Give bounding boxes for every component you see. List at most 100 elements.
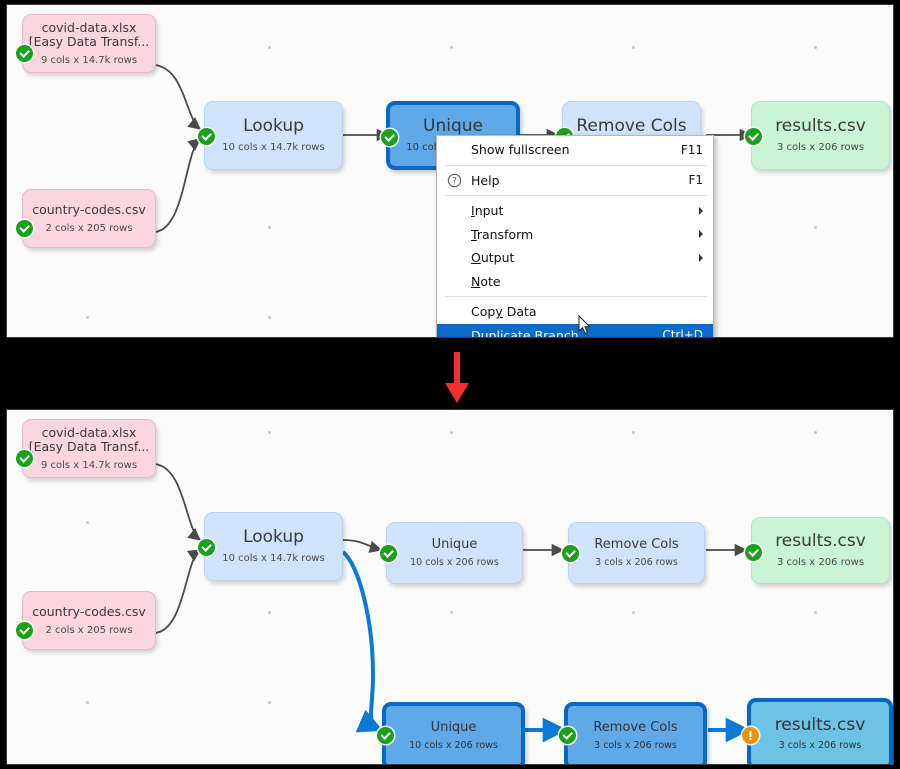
menu-label: Show fullscreen bbox=[471, 142, 570, 158]
node-title: results.csv bbox=[775, 115, 866, 136]
grid-dot bbox=[814, 46, 817, 49]
node-unique[interactable]: Unique 10 cols x 206 rows bbox=[380, 522, 523, 584]
status-ok-icon bbox=[198, 539, 215, 556]
node-subtitle: 3 cols x 206 rows bbox=[595, 557, 678, 569]
node-subtitle: 10 cols x 206 rows bbox=[409, 740, 498, 752]
node-title: covid-data.xlsx bbox=[41, 20, 137, 36]
node-covid-data[interactable]: covid-data.xlsx [Easy Data Transf... 9 c… bbox=[16, 14, 156, 73]
menu-accelerator: F1 bbox=[688, 173, 703, 188]
mouse-cursor bbox=[578, 315, 591, 335]
status-ok-icon bbox=[559, 727, 576, 744]
node-lookup[interactable]: Lookup 10 cols x 14.7k rows bbox=[198, 512, 343, 581]
flow-canvas-after[interactable]: covid-data.xlsx [Easy Data Transf... 9 c… bbox=[6, 409, 894, 765]
node-title: Unique bbox=[431, 536, 478, 552]
menu-label: Help bbox=[471, 172, 500, 188]
status-ok-icon bbox=[16, 450, 33, 467]
node-remove-cols-duplicated[interactable]: Remove Cols 3 cols x 206 rows bbox=[559, 702, 707, 764]
menu-label: Input bbox=[471, 203, 504, 219]
grid-dot bbox=[450, 431, 453, 434]
menu-separator bbox=[445, 296, 707, 297]
node-subtitle: 2 cols x 205 rows bbox=[45, 223, 133, 235]
menu-item-help[interactable]: ? Help F1 bbox=[437, 169, 713, 193]
grid-dot bbox=[814, 611, 817, 614]
node-subtitle: 9 cols x 14.7k rows bbox=[40, 54, 138, 66]
menu-item-duplicate-branch[interactable]: Duplicate Branch Ctrl+D bbox=[437, 323, 713, 338]
menu-separator bbox=[445, 164, 707, 166]
menu-item-transform[interactable]: Transform bbox=[437, 223, 713, 247]
menu-label: Copy Data bbox=[471, 304, 537, 320]
node-subtitle: 3 cols x 206 rows bbox=[776, 142, 865, 154]
grid-dot bbox=[632, 431, 635, 434]
grid-dot bbox=[268, 226, 271, 229]
menu-label: Transform bbox=[471, 226, 534, 242]
node-results-csv-duplicated[interactable]: results.csv 3 cols x 206 rows bbox=[742, 698, 893, 764]
node-subtitle: 3 cols x 206 rows bbox=[594, 740, 677, 752]
status-warning-icon bbox=[742, 727, 759, 744]
status-ok-icon bbox=[16, 45, 33, 62]
status-ok-icon bbox=[16, 622, 33, 639]
status-ok-icon bbox=[745, 128, 762, 145]
status-ok-icon bbox=[562, 545, 579, 562]
menu-label: Note bbox=[471, 273, 501, 289]
node-title-2: [Easy Data Transf... bbox=[28, 438, 150, 454]
menu-item-output[interactable]: Output bbox=[437, 246, 713, 270]
grid-dot bbox=[814, 431, 817, 434]
node-lookup[interactable]: Lookup 10 cols x 14.7k rows bbox=[198, 101, 343, 170]
grid-dot bbox=[268, 701, 271, 704]
grid-dot bbox=[450, 611, 453, 614]
status-ok-icon bbox=[16, 220, 33, 237]
status-ok-icon bbox=[381, 129, 398, 146]
status-ok-icon bbox=[198, 128, 215, 145]
menu-item-copy-data[interactable]: Copy Data bbox=[437, 300, 713, 324]
grid-dot bbox=[268, 611, 271, 614]
grid-dot bbox=[450, 46, 453, 49]
grid-dot bbox=[86, 316, 89, 319]
grid-dot bbox=[814, 226, 817, 229]
node-title: Unique bbox=[430, 719, 477, 735]
menu-separator bbox=[445, 195, 707, 196]
node-subtitle: 10 cols x 206 rows bbox=[410, 557, 499, 569]
menu-label: Duplicate Branch bbox=[471, 327, 579, 338]
node-results-csv[interactable]: results.csv 3 cols x 206 rows bbox=[745, 101, 890, 170]
context-menu[interactable]: Show fullscreen F11 ? Help F1 Input Tran… bbox=[436, 135, 714, 338]
chevron-right-icon bbox=[699, 206, 703, 215]
node-covid-data[interactable]: covid-data.xlsx [Easy Data Transf... 9 c… bbox=[16, 419, 156, 478]
node-subtitle: 10 cols x 14.7k rows bbox=[222, 553, 325, 565]
grid-dot bbox=[86, 701, 89, 704]
status-ok-icon bbox=[745, 544, 762, 561]
node-title: country-codes.csv bbox=[32, 603, 146, 619]
menu-accelerator: F11 bbox=[680, 142, 703, 157]
node-title: Lookup bbox=[243, 526, 304, 547]
flow-canvas-before[interactable]: covid-data.xlsx [Easy Data Transf... 9 c… bbox=[6, 4, 894, 338]
grid-dot bbox=[632, 46, 635, 49]
node-title: covid-data.xlsx bbox=[41, 425, 137, 441]
menu-accelerator: Ctrl+D bbox=[662, 328, 703, 338]
node-subtitle: 2 cols x 205 rows bbox=[45, 625, 133, 637]
down-arrow-annotation bbox=[445, 352, 469, 403]
node-unique-duplicated[interactable]: Unique 10 cols x 206 rows bbox=[377, 702, 525, 764]
menu-item-show-fullscreen[interactable]: Show fullscreen F11 bbox=[437, 138, 713, 162]
node-title: Remove Cols bbox=[594, 536, 679, 552]
node-title-2: [Easy Data Transf... bbox=[28, 33, 150, 49]
node-subtitle: 3 cols x 206 rows bbox=[778, 740, 862, 752]
node-title: Remove Cols bbox=[576, 115, 687, 136]
node-remove-cols[interactable]: Remove Cols 3 cols x 206 rows bbox=[562, 522, 705, 584]
grid-dot bbox=[632, 611, 635, 614]
chevron-right-icon bbox=[699, 253, 703, 262]
node-country-codes[interactable]: country-codes.csv 2 cols x 205 rows bbox=[16, 189, 156, 248]
node-country-codes[interactable]: country-codes.csv 2 cols x 205 rows bbox=[16, 591, 156, 650]
node-title: Lookup bbox=[243, 115, 304, 136]
node-subtitle: 10 cols x 14.7k rows bbox=[222, 142, 325, 154]
grid-dot bbox=[86, 521, 89, 524]
menu-item-note[interactable]: Note bbox=[437, 270, 713, 294]
menu-label: Output bbox=[471, 250, 515, 266]
node-results-csv[interactable]: results.csv 3 cols x 206 rows bbox=[745, 517, 890, 584]
menu-item-input[interactable]: Input bbox=[437, 199, 713, 223]
node-title: Remove Cols bbox=[593, 719, 678, 735]
grid-dot bbox=[268, 316, 271, 319]
node-title: results.csv bbox=[774, 714, 866, 735]
grid-dot bbox=[268, 46, 271, 49]
node-subtitle: 3 cols x 206 rows bbox=[776, 557, 865, 569]
grid-dot bbox=[268, 431, 271, 434]
